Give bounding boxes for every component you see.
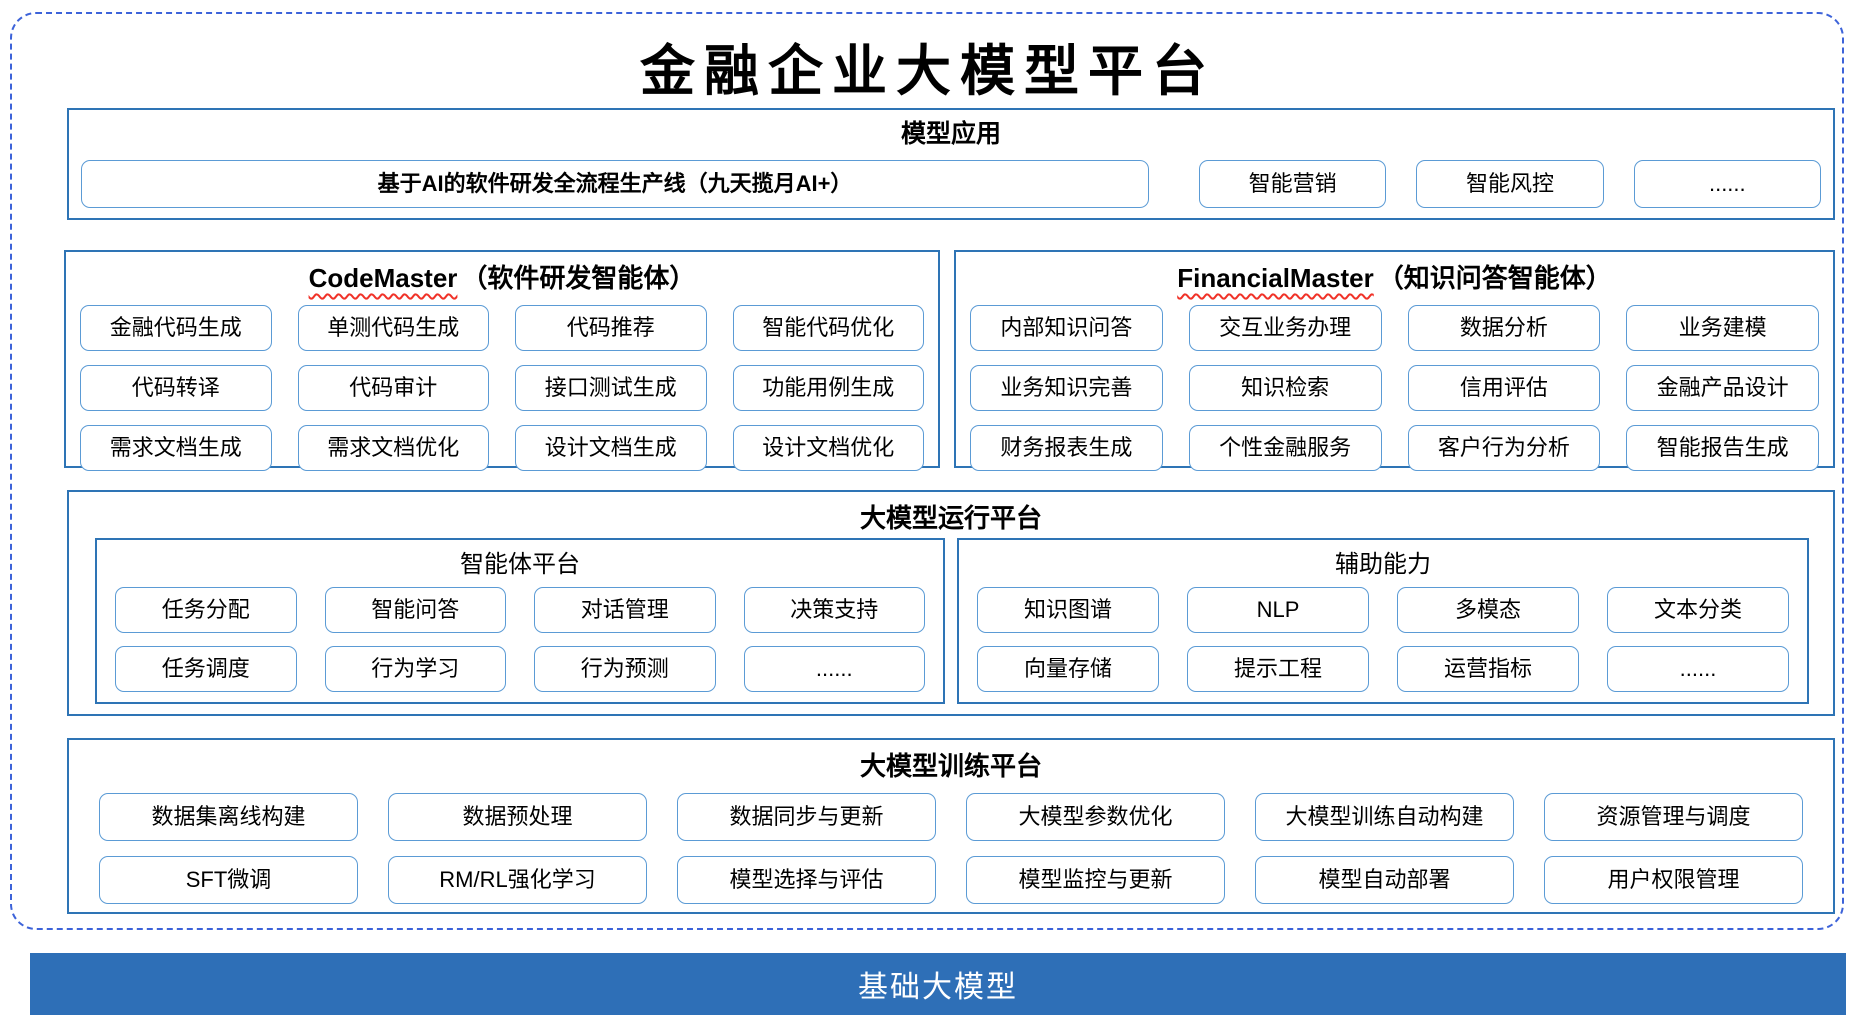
capability-box: 客户行为分析	[1407, 425, 1601, 471]
capability-box: 数据同步与更新	[677, 793, 936, 841]
capability-box: 交互业务办理	[1188, 305, 1382, 351]
auxiliary-capabilities-list: 知识图谱 NLP 多模态文本分类向量存储提示工程运营指标......	[977, 587, 1789, 692]
capability-box: 行为学习	[324, 646, 506, 692]
app-box-ai-pipeline: 基于AI的软件研发全流程生产线（九天揽月AI+）	[81, 160, 1149, 208]
capability-box: 业务建模	[1626, 305, 1819, 351]
capability-box: 运营指标	[1397, 646, 1579, 692]
capability-box: 接口测试生成	[515, 365, 707, 411]
capability-box: 行为预测	[534, 646, 716, 692]
capability-box: 任务调度	[115, 646, 297, 692]
section-financialmaster: FinancialMaster（知识问答智能体） 内部知识问答交互业务办理数据分…	[954, 250, 1835, 471]
capability-box: 代码转译	[80, 365, 272, 411]
capability-box: 设计文档优化	[732, 425, 924, 471]
auxiliary-capabilities-header: 辅助能力	[1335, 551, 1431, 578]
financialmaster-header: FinancialMaster（知识问答智能体）	[956, 258, 1833, 295]
capability-box: 金融代码生成	[80, 305, 272, 351]
capability-box: 代码推荐	[515, 305, 707, 351]
app-box: 智能营销	[1199, 160, 1387, 208]
section-training-platform: 大模型训练平台 数据集离线构建数据预处理数据同步与更新大模型参数优化大模型训练自…	[67, 738, 1835, 914]
capability-box: 智能问答	[324, 587, 506, 633]
capability-box: 提示工程	[1187, 646, 1369, 692]
section-runtime-platform: 大模型运行平台 智能体平台 任务分配智能问答对话管理决策支持任务调度行为学习行为…	[67, 490, 1835, 716]
capability-box: 用户权限管理	[1544, 856, 1803, 904]
financialmaster-subtitle: （知识问答智能体）	[1377, 263, 1612, 293]
capability-box: 需求文档优化	[297, 425, 489, 471]
section-codemaster: CodeMaster（软件研发智能体） 金融代码生成单测代码生成代码推荐智能代码…	[64, 250, 940, 471]
capability-box: 知识检索	[1188, 365, 1382, 411]
capability-box: 财务报表生成	[970, 425, 1163, 471]
capability-box: 知识图谱	[977, 587, 1159, 633]
capability-box: ......	[743, 646, 925, 692]
model-applications-header: 模型应用	[900, 120, 1001, 148]
group-agent-platform: 智能体平台 任务分配智能问答对话管理决策支持任务调度行为学习行为预测......	[95, 538, 945, 704]
capability-box: 金融产品设计	[1626, 365, 1819, 411]
capability-box: 向量存储	[977, 646, 1159, 692]
capability-box: 代码审计	[297, 365, 489, 411]
capability-box: SFT微调	[99, 856, 358, 904]
section-model-applications: 模型应用 基于AI的软件研发全流程生产线（九天揽月AI+） 智能营销智能风控..…	[67, 108, 1835, 220]
capability-box: 对话管理	[534, 587, 716, 633]
base-model-bar: 基础大模型	[30, 953, 1846, 1015]
agent-platform-capabilities: 任务分配智能问答对话管理决策支持任务调度行为学习行为预测......	[115, 587, 925, 692]
capability-box: 模型监控与更新	[966, 856, 1225, 904]
capability-box: 智能代码优化	[732, 305, 924, 351]
page-title: 金融企业大模型平台	[639, 41, 1216, 102]
runtime-platform-header: 大模型运行平台	[859, 503, 1042, 533]
codemaster-capabilities: 金融代码生成单测代码生成代码推荐智能代码优化代码转译代码审计接口测试生成功能用例…	[80, 305, 924, 471]
financialmaster-capabilities: 内部知识问答交互业务办理数据分析业务建模业务知识完善知识检索信用评估金融产品设计…	[970, 305, 1819, 471]
codemaster-subtitle: （软件研发智能体）	[461, 263, 696, 293]
capability-box: 内部知识问答	[970, 305, 1163, 351]
model-applications-row: 基于AI的软件研发全流程生产线（九天揽月AI+） 智能营销智能风控......	[81, 160, 1821, 208]
capability-box: 模型选择与评估	[677, 856, 936, 904]
training-platform-header: 大模型训练平台	[859, 751, 1042, 781]
capability-box: 大模型训练自动构建	[1255, 793, 1514, 841]
capability-box: NLP	[1187, 587, 1369, 633]
capability-box: 模型自动部署	[1255, 856, 1514, 904]
agent-platform-header: 智能体平台	[460, 551, 580, 578]
capability-box: 数据集离线构建	[99, 793, 358, 841]
capability-box: 功能用例生成	[732, 365, 924, 411]
financialmaster-name: FinancialMaster	[1177, 263, 1374, 293]
capability-box: 大模型参数优化	[966, 793, 1225, 841]
codemaster-name: CodeMaster	[308, 263, 458, 293]
capability-box: 业务知识完善	[970, 365, 1163, 411]
capability-box: 智能报告生成	[1626, 425, 1819, 471]
capability-box: 决策支持	[743, 587, 925, 633]
codemaster-header: CodeMaster（软件研发智能体）	[66, 258, 938, 295]
app-box: 智能风控	[1416, 160, 1604, 208]
app-boxes: 智能营销智能风控......	[1199, 160, 1821, 208]
app-box: ......	[1633, 160, 1821, 208]
capability-box: ......	[1607, 646, 1789, 692]
capability-box: 任务分配	[115, 587, 297, 633]
capability-box: RM/RL强化学习	[388, 856, 647, 904]
capability-box: 文本分类	[1607, 587, 1789, 633]
capability-box: 资源管理与调度	[1544, 793, 1803, 841]
capability-box: 设计文档生成	[515, 425, 707, 471]
capability-box: 数据预处理	[388, 793, 647, 841]
capability-box: 多模态	[1397, 587, 1579, 633]
training-platform-capabilities: 数据集离线构建数据预处理数据同步与更新大模型参数优化大模型训练自动构建资源管理与…	[99, 793, 1803, 904]
platform-dashed-outline	[10, 12, 1844, 930]
capability-box: 个性金融服务	[1188, 425, 1382, 471]
capability-box: 单测代码生成	[297, 305, 489, 351]
capability-box: 需求文档生成	[80, 425, 272, 471]
group-auxiliary-capabilities: 辅助能力 知识图谱 NLP 多模态文本分类向量存储提示工程运营指标......	[957, 538, 1809, 704]
capability-box: 信用评估	[1407, 365, 1601, 411]
capability-box: 数据分析	[1407, 305, 1601, 351]
